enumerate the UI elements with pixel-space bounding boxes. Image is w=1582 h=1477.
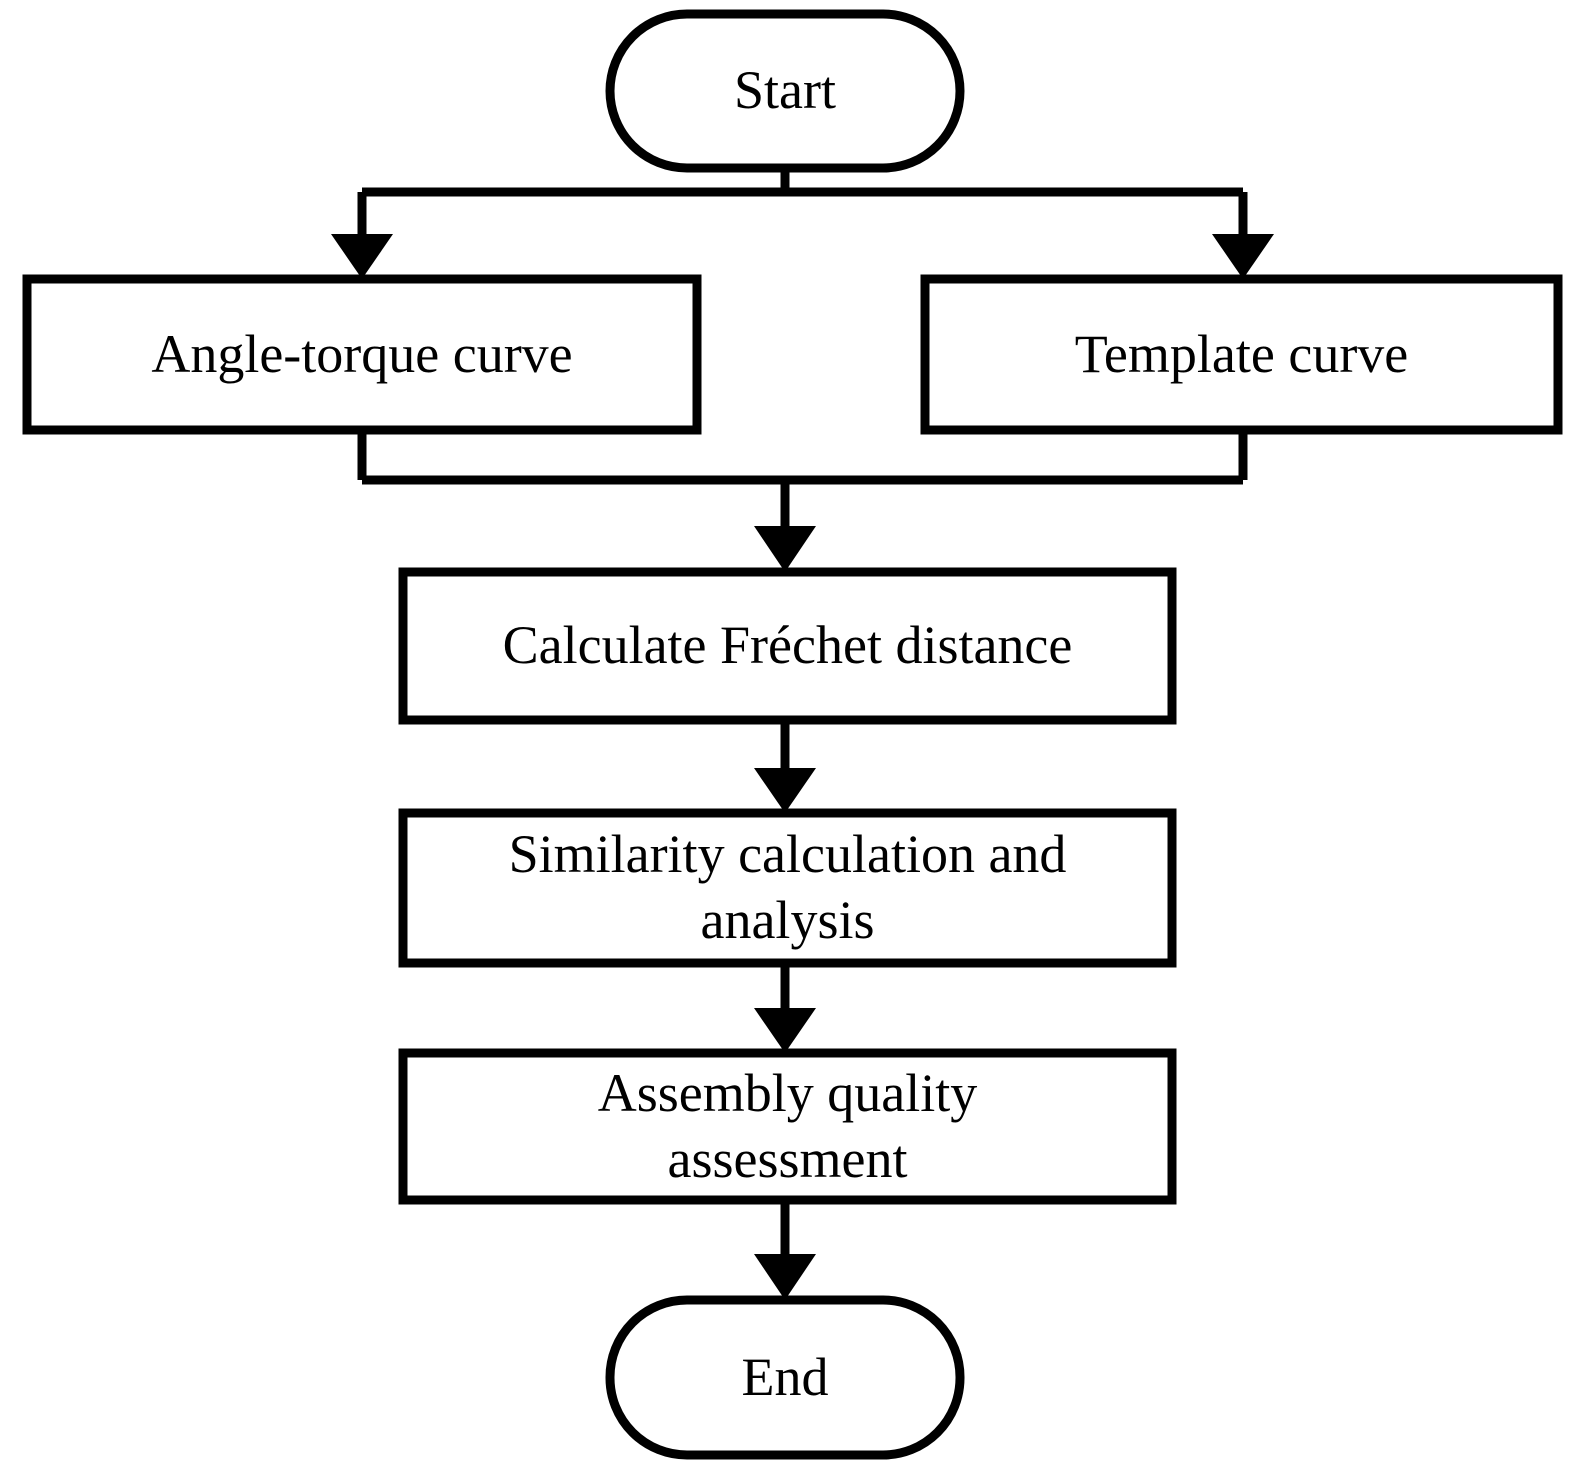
edge-start-to-angle-torque-curve (331, 192, 393, 279)
node-shape-assembly-quality-assessment[interactable] (398, 1048, 1177, 1205)
node-shape-angle-torque-curve[interactable] (22, 274, 702, 435)
edge-assembly-to-end (754, 1200, 816, 1300)
node-shape-end[interactable] (605, 1295, 965, 1460)
node-shape-calculate-frechet-distance[interactable] (398, 567, 1177, 725)
edge-curves-to-frechet (357, 430, 1248, 572)
edge-start-to-template-curve (1212, 192, 1274, 279)
node-shape-similarity-calculation-and-analysis[interactable] (398, 808, 1177, 968)
node-shape-template-curve[interactable] (920, 274, 1563, 435)
edge-frechet-to-similarity (754, 720, 816, 813)
edge-similarity-to-assembly (754, 963, 816, 1053)
node-shape-start[interactable] (605, 9, 965, 173)
